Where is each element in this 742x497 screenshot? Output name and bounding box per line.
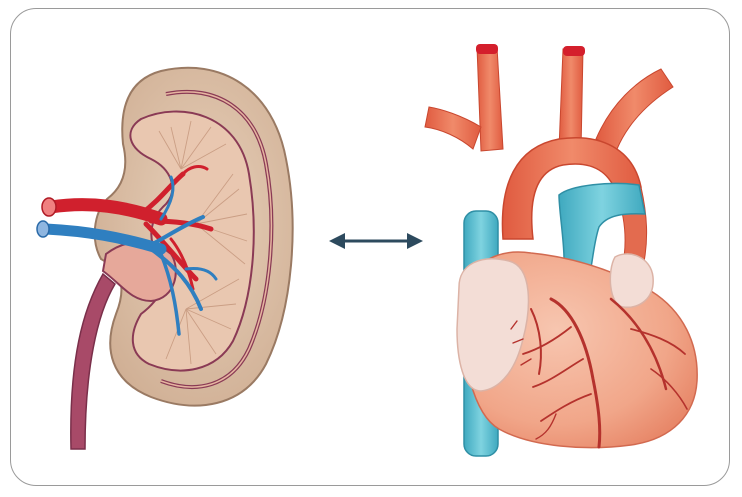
subclavian-artery xyxy=(596,69,673,149)
kidney-heart-diagram xyxy=(11,9,730,486)
artery-cut-end xyxy=(42,198,56,216)
figure-frame xyxy=(10,8,730,486)
vein-cut-end xyxy=(37,221,49,237)
brachiocephalic-artery xyxy=(477,47,503,151)
heart xyxy=(425,44,697,456)
ureter xyxy=(71,274,115,449)
left-branch-artery xyxy=(425,107,481,149)
bidirectional-arrow-icon xyxy=(329,233,423,249)
carotid-artery xyxy=(559,49,583,151)
left-atrium-fat xyxy=(610,254,653,307)
kidney xyxy=(37,68,293,449)
